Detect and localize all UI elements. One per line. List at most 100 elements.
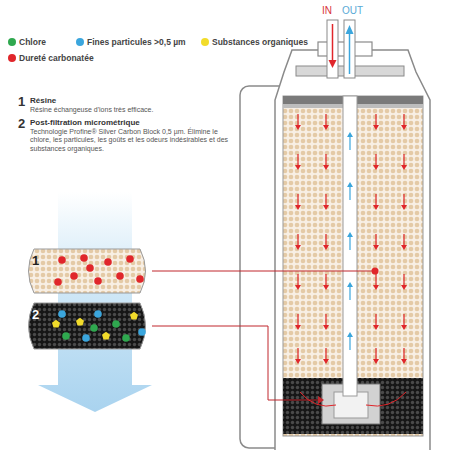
particle-dot [102,332,110,340]
flow-shaft [375,194,376,206]
flow-arrow-down [401,154,407,170]
flow-arrow-down [295,274,301,290]
flow-shaft [325,154,326,166]
layer-outline [29,249,146,293]
layer-outline [29,303,146,349]
flow-shaft [297,114,298,126]
flow-arrow-down [373,274,379,290]
particle-dot [58,256,66,264]
flow-head [295,285,301,290]
particle-dot [138,328,146,336]
flow-arrow-down [323,314,329,330]
flow-arrow-up [347,332,353,350]
flow-shaft [325,234,326,246]
legend-text: Chlore [19,37,46,47]
particle-dot [94,310,102,318]
flow-arrow [38,192,152,412]
flow-head [373,285,379,290]
flow-arrow-up [347,232,353,250]
part-description: Technologie Profine® Silver Carbon Block… [30,128,235,153]
particle-dot [94,277,102,285]
particle-dot [112,320,120,328]
cartridge-body [275,50,430,450]
flow-arrow-up [347,282,353,300]
particle-dot [82,334,90,342]
outlet-head [346,25,354,34]
flow-head [373,325,379,330]
flow-head [323,285,329,290]
particle-dot [130,312,138,320]
layer-number: 1 [22,248,49,273]
flow-arrow-down [295,114,301,130]
leader-line [152,271,372,272]
flow-shaft [325,348,326,360]
flow-arrow-up [347,132,353,150]
flow-arrow-down [373,114,379,130]
flow-head [323,125,329,130]
flow-arrow-down [373,154,379,170]
flow-arrow-down [323,154,329,170]
flow-shaft [349,236,350,250]
flow-arrow-down [401,234,407,250]
flow-head [401,325,407,330]
flow-shaft [403,154,404,166]
flow-shaft [297,314,298,326]
legend-swatch [8,54,16,62]
particle-dot [76,318,84,326]
legend-text: Substances organiques [212,37,308,47]
flow-arrow-down [373,194,379,210]
flow-arrow-down [401,274,407,290]
flow-head [373,125,379,130]
central-tube [343,96,357,396]
flow-head [323,165,329,170]
flow-head [347,132,353,137]
flow-arrow-down [295,154,301,170]
flow-arrow-down [295,348,301,364]
flow-shaft [375,274,376,286]
inlet-flow [332,24,334,62]
flow-shaft [349,336,350,350]
flow-head [295,359,301,364]
flow-head [295,205,301,210]
inlet-tube [327,20,338,78]
legend-entry: Fines particules >0,5 µm [76,37,186,47]
flow-head [295,125,301,130]
leader-dot [372,268,379,275]
flow-shaft [375,314,376,326]
filter-layer: 1 [22,248,152,294]
flow-head [323,325,329,330]
flow-arrow-down [373,314,379,330]
flow-arrow-down [401,194,407,210]
flow-head [323,245,329,250]
outlet-tube [344,20,355,78]
flow-head [401,165,407,170]
flow-arrow-down [373,348,379,364]
flow-shaft [403,274,404,286]
legend-entry: Substances organiques [201,37,308,47]
flow-shaft [349,186,350,200]
particle-dot [54,278,62,286]
flow-shaft [403,348,404,360]
particle-dot [70,272,78,280]
particle-dot [90,324,98,332]
leader-head [318,396,324,404]
particle-dot [136,275,144,283]
callout-number: 1 [18,94,25,110]
flow-head [401,205,407,210]
flow-shaft [325,114,326,126]
flow-shaft [375,154,376,166]
flow-arrow-up [347,182,353,200]
filter-layer: 2 [22,302,152,350]
flow-arrow-down [295,234,301,250]
flow-head [373,165,379,170]
part-name: Résine [30,96,56,106]
flow-head [323,359,329,364]
flow-head [373,205,379,210]
particle-dot [86,264,94,272]
outlet-flow [349,34,351,74]
flow-shaft [403,314,404,326]
legend-entry: Dureté carbonatée [8,53,94,63]
flow-shaft [375,114,376,126]
legend-swatch [201,38,209,46]
